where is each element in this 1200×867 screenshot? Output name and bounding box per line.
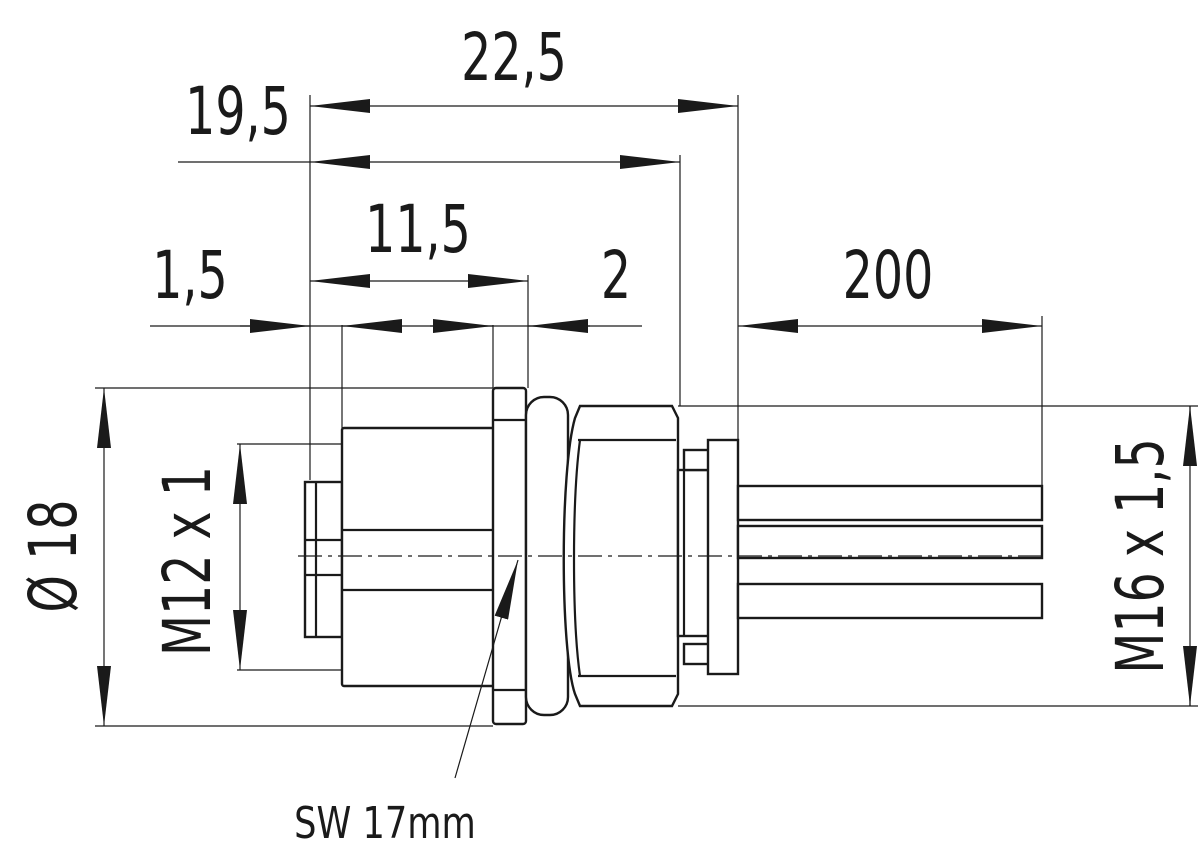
dim-overall-length: 22,5 xyxy=(461,19,567,96)
wire-1 xyxy=(736,484,1044,522)
sw-callout: SW 17mm xyxy=(294,798,476,849)
dimension-lines xyxy=(97,99,1197,779)
wire-2 xyxy=(736,524,1044,560)
dim-thread-length: 11,5 xyxy=(365,191,471,268)
dim-nut-thickness: 2 xyxy=(601,237,631,314)
front-housing xyxy=(340,426,499,688)
wire-3 xyxy=(736,582,1044,620)
dim-rear-thread: M16 x 1,5 xyxy=(1102,438,1179,673)
rear-thread xyxy=(676,468,712,638)
dimension-labels: 22,5 19,5 11,5 1,5 2 200 Ø 18 M12 x 1 M1… xyxy=(15,19,1179,849)
dim-front-thread: M12 x 1 xyxy=(149,466,226,656)
sw-leader-line xyxy=(454,559,519,779)
contact-pin xyxy=(303,480,344,639)
rear-cap xyxy=(706,438,740,676)
dim-flange-offset: 1,5 xyxy=(152,237,228,314)
dim-housing-length: 19,5 xyxy=(185,73,291,150)
dim-wire-length: 200 xyxy=(843,237,934,314)
dim-diameter: Ø 18 xyxy=(15,500,92,613)
